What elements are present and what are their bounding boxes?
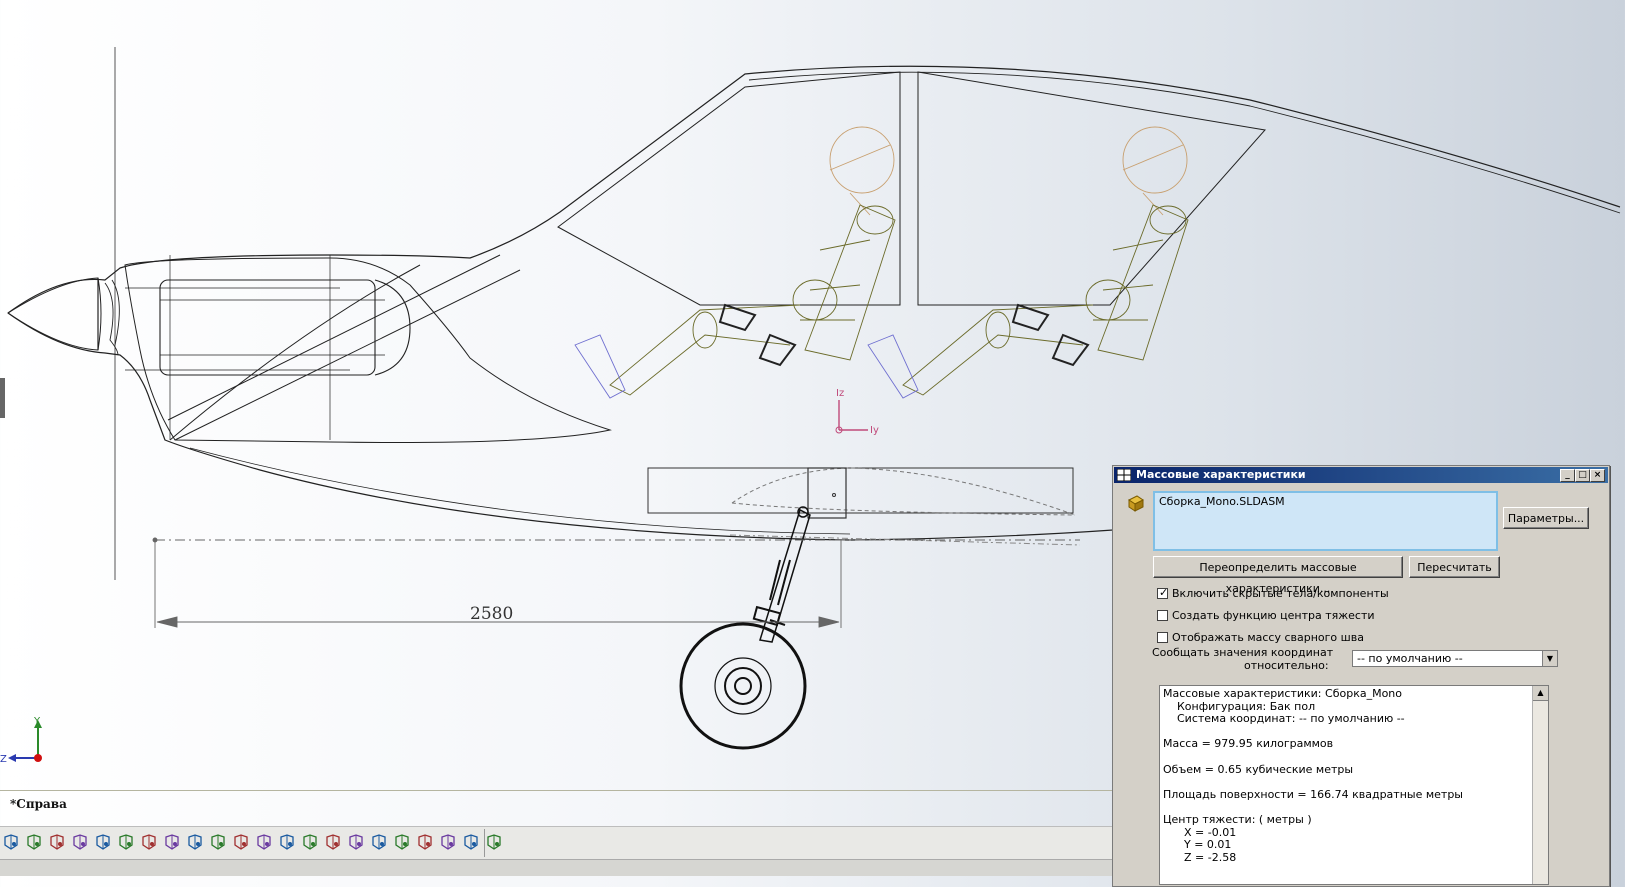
- toolbar-separator: [484, 829, 485, 857]
- selected-item[interactable]: Сборка_Mono.SLDASM: [1159, 495, 1285, 508]
- panel-handle: [0, 378, 5, 418]
- coord-label-line1: Сообщать значения координат: [1152, 646, 1334, 659]
- perspective-icon[interactable]: [299, 831, 321, 853]
- results-textbox[interactable]: Массовые характеристики: Сборка_Mono Кон…: [1159, 685, 1549, 885]
- results-line: Массовые характеристики: Сборка_Mono: [1163, 687, 1402, 700]
- hide-show-icon[interactable]: [207, 831, 229, 853]
- view-name-label: *Справа: [10, 797, 67, 811]
- pilot-rear: [867, 126, 1189, 399]
- results-scrollbar[interactable]: ▲: [1532, 686, 1548, 884]
- view-orientation-icon[interactable]: [0, 831, 22, 853]
- weld-mass-label: Отображать массу сварного шва: [1172, 631, 1364, 644]
- dynamic-annotation-icon[interactable]: [115, 831, 137, 853]
- graphics-viewport[interactable]: Iz Iy: [0, 0, 1625, 790]
- results-line: Y = 0.01: [1163, 838, 1232, 852]
- mass-properties-dialog: Массовые характеристики _ □ × Сборка_Mon…: [1112, 465, 1610, 887]
- results-line: [1163, 751, 1463, 764]
- edit-appearance-icon[interactable]: [230, 831, 252, 853]
- draft-analysis-icon[interactable]: [391, 831, 413, 853]
- cartoon-icon[interactable]: [322, 831, 344, 853]
- dimension-2580: [152, 537, 1080, 628]
- params-button[interactable]: Параметры...: [1503, 507, 1589, 529]
- scroll-up-icon[interactable]: ▲: [1533, 686, 1548, 701]
- minimize-button[interactable]: _: [1560, 469, 1575, 482]
- section-view-icon[interactable]: [92, 831, 114, 853]
- zebra-stripes-icon[interactable]: [414, 831, 436, 853]
- create-cog-label: Создать функцию центра тяжести: [1172, 609, 1375, 622]
- apply-scene-icon[interactable]: [253, 831, 275, 853]
- results-text: Массовые характеристики: Сборка_Mono Кон…: [1163, 687, 1463, 864]
- include-hidden-checkbox[interactable]: ✓: [1157, 586, 1169, 599]
- dialog-title: Массовые характеристики: [1136, 468, 1306, 481]
- dialog-title-icon: [1117, 469, 1131, 481]
- previous-view-icon[interactable]: [69, 831, 91, 853]
- global-triad: [8, 720, 42, 762]
- check-mark-icon: ✓: [1159, 586, 1169, 599]
- local-axis-z-label: Iz: [836, 388, 844, 399]
- mass-properties-icon[interactable]: [483, 831, 505, 853]
- landing-gear: [679, 506, 811, 750]
- include-hidden-label: Включить скрытые тела/компоненты: [1172, 587, 1389, 600]
- toolbar-bottom-bar: [0, 859, 1113, 876]
- weld-mass-checkbox[interactable]: [1157, 632, 1168, 643]
- measure-icon[interactable]: [460, 831, 482, 853]
- results-line: X = -0.01: [1163, 825, 1237, 839]
- results-line: Конфигурация: Бак пол: [1163, 699, 1316, 713]
- status-separator: [0, 790, 1113, 791]
- results-line: Площадь поверхности = 166.74 квадратные …: [1163, 787, 1463, 801]
- pan-icon[interactable]: [161, 831, 183, 853]
- recalculate-button[interactable]: Пересчитать: [1409, 556, 1500, 578]
- view-toolbar: [0, 826, 1113, 876]
- display-style-icon[interactable]: [184, 831, 206, 853]
- axis-z-label: Z: [0, 754, 7, 765]
- assembly-icon: [1128, 495, 1144, 512]
- shadows-icon[interactable]: [276, 831, 298, 853]
- dimension-text: 2580: [470, 604, 513, 624]
- local-axis-y-label: Iy: [870, 425, 879, 436]
- fuselage-outline: [7, 65, 1621, 541]
- results-line: Z = -2.58: [1163, 850, 1237, 864]
- results-line: Масса = 979.95 килограммов: [1163, 737, 1334, 751]
- override-mass-button[interactable]: Переопределить массовые характеристики..…: [1153, 556, 1403, 595]
- close-button[interactable]: ×: [1590, 469, 1605, 482]
- axis-y-label: Y: [33, 716, 41, 727]
- results-line: [1163, 776, 1463, 789]
- render-tools-icon[interactable]: [437, 831, 459, 853]
- curvature-icon[interactable]: [368, 831, 390, 853]
- maximize-button[interactable]: □: [1575, 469, 1590, 482]
- rotate-icon[interactable]: [138, 831, 160, 853]
- results-line: Объем = 0.65 кубические метры: [1163, 762, 1354, 776]
- local-triad: [835, 400, 868, 434]
- results-line: Система координат: -- по умолчанию --: [1163, 712, 1405, 726]
- selected-items-box[interactable]: Сборка_Mono.SLDASM: [1153, 491, 1498, 551]
- cad-drawing: Iz Iy: [0, 47, 1621, 765]
- create-cog-checkbox[interactable]: [1157, 610, 1168, 621]
- pilot-front: [574, 126, 896, 399]
- coord-system-select[interactable]: -- по умолчанию -- ▼: [1352, 650, 1558, 667]
- ambient-occlusion-icon[interactable]: [345, 831, 367, 853]
- wing-section: [647, 467, 1081, 546]
- zoom-fit-icon[interactable]: [23, 831, 45, 853]
- coord-label-line2: относительно:: [1244, 659, 1329, 672]
- dialog-title-bar[interactable]: Массовые характеристики _ □ ×: [1114, 467, 1608, 483]
- zoom-area-icon[interactable]: [46, 831, 68, 853]
- chevron-down-icon[interactable]: ▼: [1542, 651, 1557, 666]
- coord-system-value: -- по умолчанию --: [1357, 652, 1463, 665]
- results-line: Центр тяжести: ( метры ): [1163, 812, 1312, 826]
